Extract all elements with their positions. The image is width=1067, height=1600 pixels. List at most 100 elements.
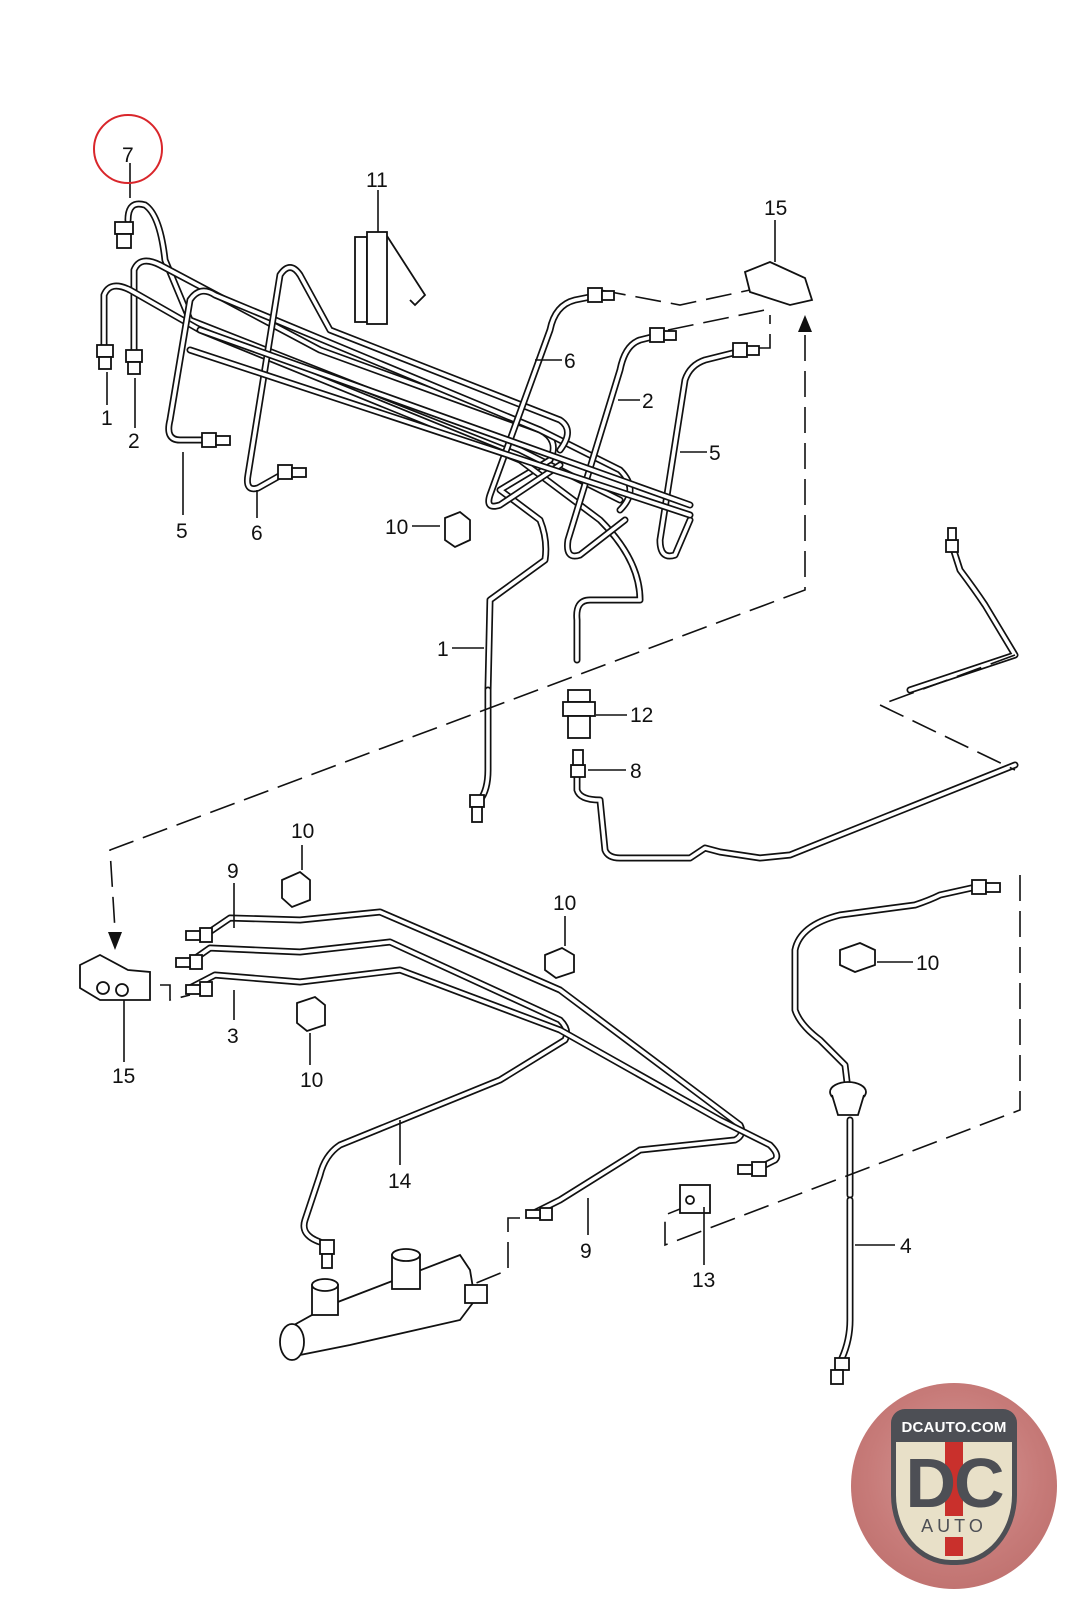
logo-shield: DCAUTO.COM DC AUTO: [891, 1409, 1017, 1565]
brake-pipe-core: [102, 284, 642, 662]
fitting-thread: [746, 345, 760, 356]
fitting-thread: [175, 957, 191, 968]
logo-sub-text: AUTO: [914, 1516, 994, 1537]
distribution-block-top: [743, 261, 814, 306]
fitting-thread: [601, 290, 615, 301]
callout-10-a[interactable]: 10: [291, 820, 314, 843]
pipe-clip: [296, 995, 326, 1033]
brake-pipe: [791, 881, 989, 1094]
brake-pipe-core: [188, 348, 692, 517]
callout-5-right[interactable]: 5: [709, 442, 721, 465]
callout-8[interactable]: 8: [630, 760, 642, 783]
fitting-thread: [291, 467, 307, 478]
fitting-thread: [525, 1209, 541, 1219]
fitting-thread: [947, 527, 957, 541]
callout-13[interactable]: 13: [692, 1269, 715, 1292]
pipe-clip: [281, 870, 311, 909]
fitting-thread: [830, 1369, 844, 1385]
callout-9-top[interactable]: 9: [227, 860, 239, 883]
fitting-nut: [539, 1207, 553, 1221]
lower-brake-lines: [186, 881, 989, 1362]
brake-pipe-core: [908, 543, 1017, 692]
fitting-nut: [189, 954, 203, 970]
fitting-thread: [185, 984, 201, 995]
fitting-nut: [201, 432, 217, 448]
callout-7[interactable]: 7: [122, 144, 134, 167]
callout-1-top[interactable]: 1: [101, 407, 113, 430]
fittings: [79, 221, 1001, 1385]
fitting-thread: [471, 806, 483, 823]
brake-pipe-core: [132, 259, 556, 692]
brake-pipe-core: [188, 940, 569, 1244]
callout-labels: 7 11 15 1 2 5 6 6 2 5 10 1 12 8 10 9 10 …: [101, 144, 939, 1292]
brake-pipe-core: [198, 328, 692, 507]
brake-pipe-core: [565, 333, 662, 558]
fitting-nut: [834, 1357, 850, 1371]
fitting-thread: [116, 233, 132, 249]
pressure-switch-top: [567, 689, 591, 703]
distribution-block-bottom: [79, 953, 151, 1001]
callout-6-top[interactable]: 6: [251, 522, 263, 545]
callout-10-c[interactable]: 10: [300, 1069, 323, 1092]
callout-11[interactable]: 11: [366, 169, 388, 192]
callout-15-top[interactable]: 15: [764, 197, 787, 220]
callout-14[interactable]: 14: [388, 1170, 412, 1193]
pipe-clip: [444, 510, 471, 549]
fitting-nut: [319, 1239, 335, 1255]
fitting-thread: [737, 1164, 753, 1175]
pipe-clip: [544, 946, 575, 980]
brake-pipe: [564, 331, 664, 560]
callout-15-bottom[interactable]: 15: [112, 1065, 135, 1088]
callout-2-top[interactable]: 2: [128, 430, 140, 453]
callout-4[interactable]: 4: [900, 1235, 912, 1258]
fitting-thread: [98, 356, 112, 370]
brake-pipe-core: [486, 293, 602, 509]
fitting-nut: [570, 764, 586, 778]
callout-9-bottom[interactable]: 9: [580, 1240, 592, 1263]
callout-1-mid[interactable]: 1: [437, 638, 449, 661]
brake-pipe-core: [658, 348, 747, 558]
fitting-nut: [751, 1161, 767, 1177]
callout-3[interactable]: 3: [227, 1025, 239, 1048]
fitting-thread: [185, 930, 201, 941]
fitting-nut: [199, 981, 213, 997]
fitting-nut: [199, 927, 213, 943]
brake-pipe: [201, 908, 746, 1219]
callout-2-right[interactable]: 2: [642, 390, 654, 413]
brake-pipe-core: [126, 202, 622, 502]
callout-6-right[interactable]: 6: [564, 350, 576, 373]
brake-pipe-core: [188, 968, 779, 1172]
fitting-nut: [277, 464, 293, 480]
brake-pipe-core: [840, 1198, 852, 1360]
upper-brake-line-bundle: [100, 200, 749, 694]
logo-main-text: DC: [905, 1444, 1004, 1522]
rubber-mount: [679, 1184, 711, 1214]
brake-master-cylinder: [279, 1248, 488, 1361]
fitting-nut: [732, 342, 748, 358]
fitting-nut: [125, 349, 143, 363]
fitting-thread: [572, 749, 584, 766]
pressure-switch-hex: [562, 701, 596, 717]
clip-strip-left: [354, 236, 368, 323]
fitting-nut: [96, 344, 114, 358]
fitting-thread: [127, 361, 141, 375]
callout-5-top[interactable]: 5: [176, 520, 188, 543]
fitting-thread: [985, 882, 1001, 893]
callout-12[interactable]: 12: [630, 704, 653, 727]
callout-10-mid[interactable]: 10: [385, 516, 408, 539]
callout-10-b[interactable]: 10: [553, 892, 576, 915]
callout-10-right[interactable]: 10: [916, 952, 939, 975]
fitting-nut: [114, 221, 134, 235]
highlight-circle: [93, 114, 163, 184]
fitting-nut: [469, 794, 485, 808]
pressure-switch-body: [567, 715, 591, 739]
fitting-thread: [663, 330, 677, 341]
fitting-nut: [587, 287, 603, 303]
fitting-thread: [321, 1253, 333, 1269]
assembly-guide-lines: [108, 289, 1021, 1356]
dcauto-watermark-logo: DCAUTO.COM DC AUTO: [851, 1383, 1057, 1589]
fitting-thread: [215, 435, 231, 446]
brake-pipe-core: [245, 265, 570, 491]
brake-pipe: [186, 938, 571, 1246]
